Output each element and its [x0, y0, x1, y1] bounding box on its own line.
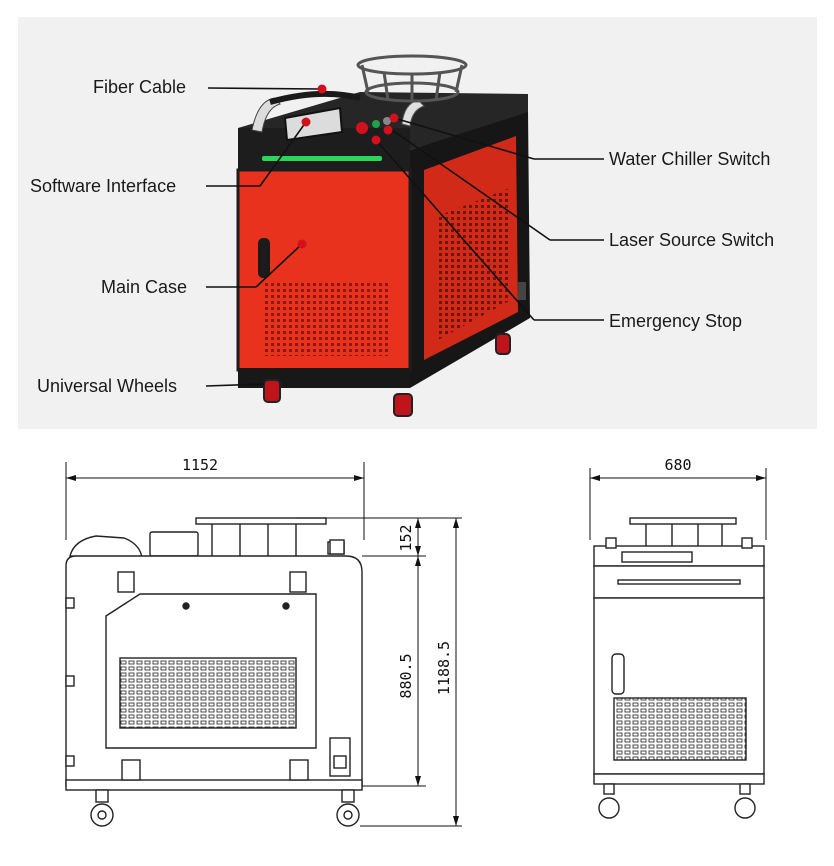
dimension-side-width: 1152	[182, 456, 218, 474]
cable-rack	[356, 54, 468, 103]
callout-markers	[297, 84, 399, 249]
marker-emergency-stop	[371, 135, 381, 145]
front-view-drawing	[593, 517, 765, 819]
marker-main-case	[297, 239, 307, 249]
machine-base	[238, 368, 410, 388]
dimension-arrows	[66, 475, 766, 826]
label-water-chiller-switch: Water Chiller Switch	[609, 149, 771, 169]
emergency-stop-button	[356, 122, 368, 134]
dimension-front-width: 680	[664, 456, 691, 474]
marker-software-interface	[301, 117, 311, 127]
universal-wheels	[263, 333, 511, 417]
dimension-total-height: 1188.5	[435, 641, 453, 695]
label-fiber-cable: Fiber Cable	[93, 77, 187, 97]
green-indicator-strip	[262, 156, 382, 161]
label-emergency-stop: Emergency Stop	[609, 311, 743, 331]
label-universal-wheels: Universal Wheels	[37, 376, 178, 396]
green-switch-button	[372, 120, 380, 128]
marker-fiber-cable	[317, 84, 327, 94]
marker-water-chiller-switch	[389, 113, 399, 123]
side-vent-grille	[438, 188, 511, 340]
dimension-top-height: 152	[397, 524, 415, 551]
door-handle	[258, 238, 270, 278]
callout-leaders	[205, 87, 604, 387]
side-view-drawing	[65, 517, 363, 827]
machine-3d-render	[236, 54, 530, 417]
grey-switch-button	[383, 117, 391, 125]
fiber-cable	[269, 90, 361, 105]
marker-laser-source-switch	[383, 125, 393, 135]
label-laser-source-switch: Laser Source Switch	[609, 230, 775, 250]
side-handle	[401, 99, 425, 127]
side-port	[518, 282, 526, 300]
dimension-body-height: 880.5	[397, 653, 415, 698]
label-software-interface: Software Interface	[30, 176, 177, 196]
label-main-case: Main Case	[101, 277, 188, 297]
front-vent-grille	[262, 282, 390, 356]
fiber-cable-holder	[251, 97, 281, 133]
